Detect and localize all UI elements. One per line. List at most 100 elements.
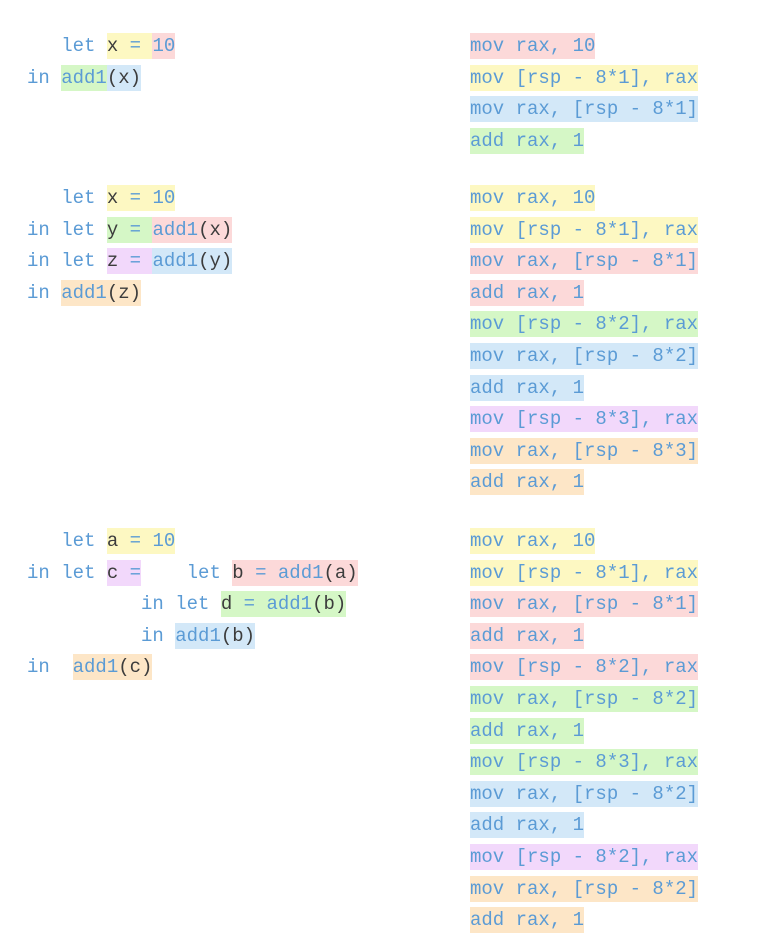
source-line: let a = 10 bbox=[27, 528, 176, 554]
asm-line: mov rax, [rsp - 8*1] bbox=[470, 591, 699, 618]
source-token: in let bbox=[27, 561, 107, 584]
source-token: = bbox=[118, 559, 142, 586]
source-line: in add1(x) bbox=[27, 64, 142, 91]
source-token: = bbox=[118, 528, 153, 554]
source-token: (y) bbox=[198, 248, 233, 275]
source-token: add1 bbox=[61, 279, 107, 306]
source-token: in bbox=[27, 656, 73, 679]
source-token: add1 bbox=[152, 216, 199, 243]
source-token: add1 bbox=[72, 654, 119, 681]
source-token: in bbox=[27, 281, 62, 304]
source-line: in add1(c) bbox=[27, 654, 153, 681]
source-token: 10 bbox=[152, 185, 176, 211]
asm-line: mov rax, 10 bbox=[470, 185, 596, 211]
asm-line: add rax, 1 bbox=[470, 907, 585, 934]
asm-line: add rax, 1 bbox=[470, 279, 585, 306]
asm-instruction: mov rax, [rsp - 8*1] bbox=[470, 591, 699, 618]
asm-instruction: mov rax, 10 bbox=[470, 33, 596, 59]
source-token: in bbox=[27, 624, 176, 647]
asm-line: mov rax, [rsp - 8*2] bbox=[470, 875, 699, 902]
asm-line: add rax, 1 bbox=[470, 127, 585, 154]
asm-line: mov [rsp - 8*3], rax bbox=[470, 749, 699, 776]
source-line: in let z = add1(y) bbox=[27, 248, 233, 275]
source-token: add1 bbox=[175, 622, 221, 649]
source-line: in add1(z) bbox=[27, 279, 142, 306]
asm-line: add rax, 1 bbox=[470, 622, 585, 649]
asm-line: mov [rsp - 8*2], rax bbox=[470, 654, 699, 681]
source-token: let bbox=[141, 561, 233, 584]
asm-instruction: mov [rsp - 8*3], rax bbox=[470, 406, 699, 433]
source-token: = bbox=[118, 33, 153, 59]
source-token: in bbox=[27, 66, 62, 89]
asm-line: mov [rsp - 8*1], rax bbox=[470, 216, 699, 243]
source-line: let x = 10 bbox=[27, 185, 176, 211]
asm-instruction: mov [rsp - 8*1], rax bbox=[470, 216, 699, 243]
source-token: (b) bbox=[220, 622, 256, 649]
asm-instruction: mov [rsp - 8*1], rax bbox=[470, 64, 699, 91]
source-token: = bbox=[118, 216, 153, 243]
asm-line: mov rax, [rsp - 8*2] bbox=[470, 780, 699, 807]
asm-line: mov rax, [rsp - 8*1] bbox=[470, 248, 699, 275]
source-token: = bbox=[118, 248, 153, 275]
asm-line: mov rax, 10 bbox=[470, 33, 596, 59]
asm-line: mov rax, [rsp - 8*1] bbox=[470, 96, 699, 123]
asm-line: mov [rsp - 8*3], rax bbox=[470, 406, 699, 433]
asm-instruction: mov [rsp - 8*2], rax bbox=[470, 311, 699, 338]
asm-instruction: mov rax, [rsp - 8*1] bbox=[470, 96, 699, 123]
source-token: 10 bbox=[152, 33, 176, 59]
asm-line: mov rax, [rsp - 8*3] bbox=[470, 437, 699, 464]
source-line: let x = 10 bbox=[27, 33, 176, 59]
source-line: in add1(b) bbox=[27, 622, 256, 649]
source-line: in let d = add1(b) bbox=[27, 591, 347, 618]
source-token: x bbox=[106, 33, 119, 59]
source-token: y bbox=[106, 216, 119, 243]
source-token: add1 bbox=[266, 591, 313, 618]
asm-line: mov [rsp - 8*1], rax bbox=[470, 64, 699, 91]
source-token: a bbox=[106, 528, 119, 554]
asm-instruction: mov [rsp - 8*2], rax bbox=[470, 844, 699, 870]
asm-line: add rax, 1 bbox=[470, 374, 585, 401]
asm-instruction: add rax, 1 bbox=[470, 279, 585, 306]
source-token: (z) bbox=[106, 279, 142, 306]
source-token: let bbox=[27, 35, 107, 57]
asm-instruction: mov [rsp - 8*2], rax bbox=[470, 654, 699, 681]
asm-instruction: add rax, 1 bbox=[470, 469, 585, 496]
source-token: z bbox=[106, 248, 119, 275]
asm-line: mov rax, 10 bbox=[470, 528, 596, 554]
asm-line: mov rax, [rsp - 8*2] bbox=[470, 686, 699, 712]
asm-instruction: add rax, 1 bbox=[470, 907, 585, 934]
source-token: (c) bbox=[118, 654, 153, 681]
asm-instruction: mov rax, 10 bbox=[470, 185, 596, 211]
source-token: = bbox=[243, 559, 278, 586]
asm-instruction: mov rax, [rsp - 8*1] bbox=[470, 248, 699, 275]
source-token: (a) bbox=[323, 559, 358, 586]
asm-instruction: add rax, 1 bbox=[470, 717, 585, 744]
asm-instruction: add rax, 1 bbox=[470, 374, 585, 401]
asm-instruction: mov rax, [rsp - 8*2] bbox=[470, 875, 699, 902]
source-token: add1 bbox=[277, 559, 324, 586]
source-line: in let c = let b = add1(a) bbox=[27, 559, 358, 586]
source-line: in let y = add1(x) bbox=[27, 216, 233, 243]
source-token: let bbox=[27, 530, 107, 552]
asm-instruction: add rax, 1 bbox=[470, 622, 585, 649]
source-token: x bbox=[106, 185, 119, 211]
source-token: (x) bbox=[198, 216, 233, 243]
asm-instruction: mov rax, [rsp - 8*2] bbox=[470, 780, 699, 807]
source-token: 10 bbox=[152, 528, 176, 554]
source-token: in let bbox=[27, 218, 107, 241]
source-token: b bbox=[232, 559, 244, 586]
source-token: (x) bbox=[106, 64, 142, 91]
asm-instruction: mov rax, 10 bbox=[470, 528, 596, 554]
source-token: in let bbox=[27, 593, 221, 616]
source-token: = bbox=[118, 185, 153, 211]
asm-line: mov [rsp - 8*2], rax bbox=[470, 844, 699, 870]
asm-line: mov rax, [rsp - 8*2] bbox=[470, 343, 699, 369]
asm-instruction: mov rax, [rsp - 8*3] bbox=[470, 437, 699, 464]
asm-line: mov [rsp - 8*1], rax bbox=[470, 559, 699, 586]
asm-instruction: mov rax, [rsp - 8*2] bbox=[470, 343, 699, 369]
source-token: in let bbox=[27, 250, 107, 273]
asm-instruction: add rax, 1 bbox=[470, 127, 585, 154]
asm-line: add rax, 1 bbox=[470, 812, 585, 839]
asm-instruction: mov rax, [rsp - 8*2] bbox=[470, 686, 699, 712]
source-token: = bbox=[232, 591, 267, 618]
